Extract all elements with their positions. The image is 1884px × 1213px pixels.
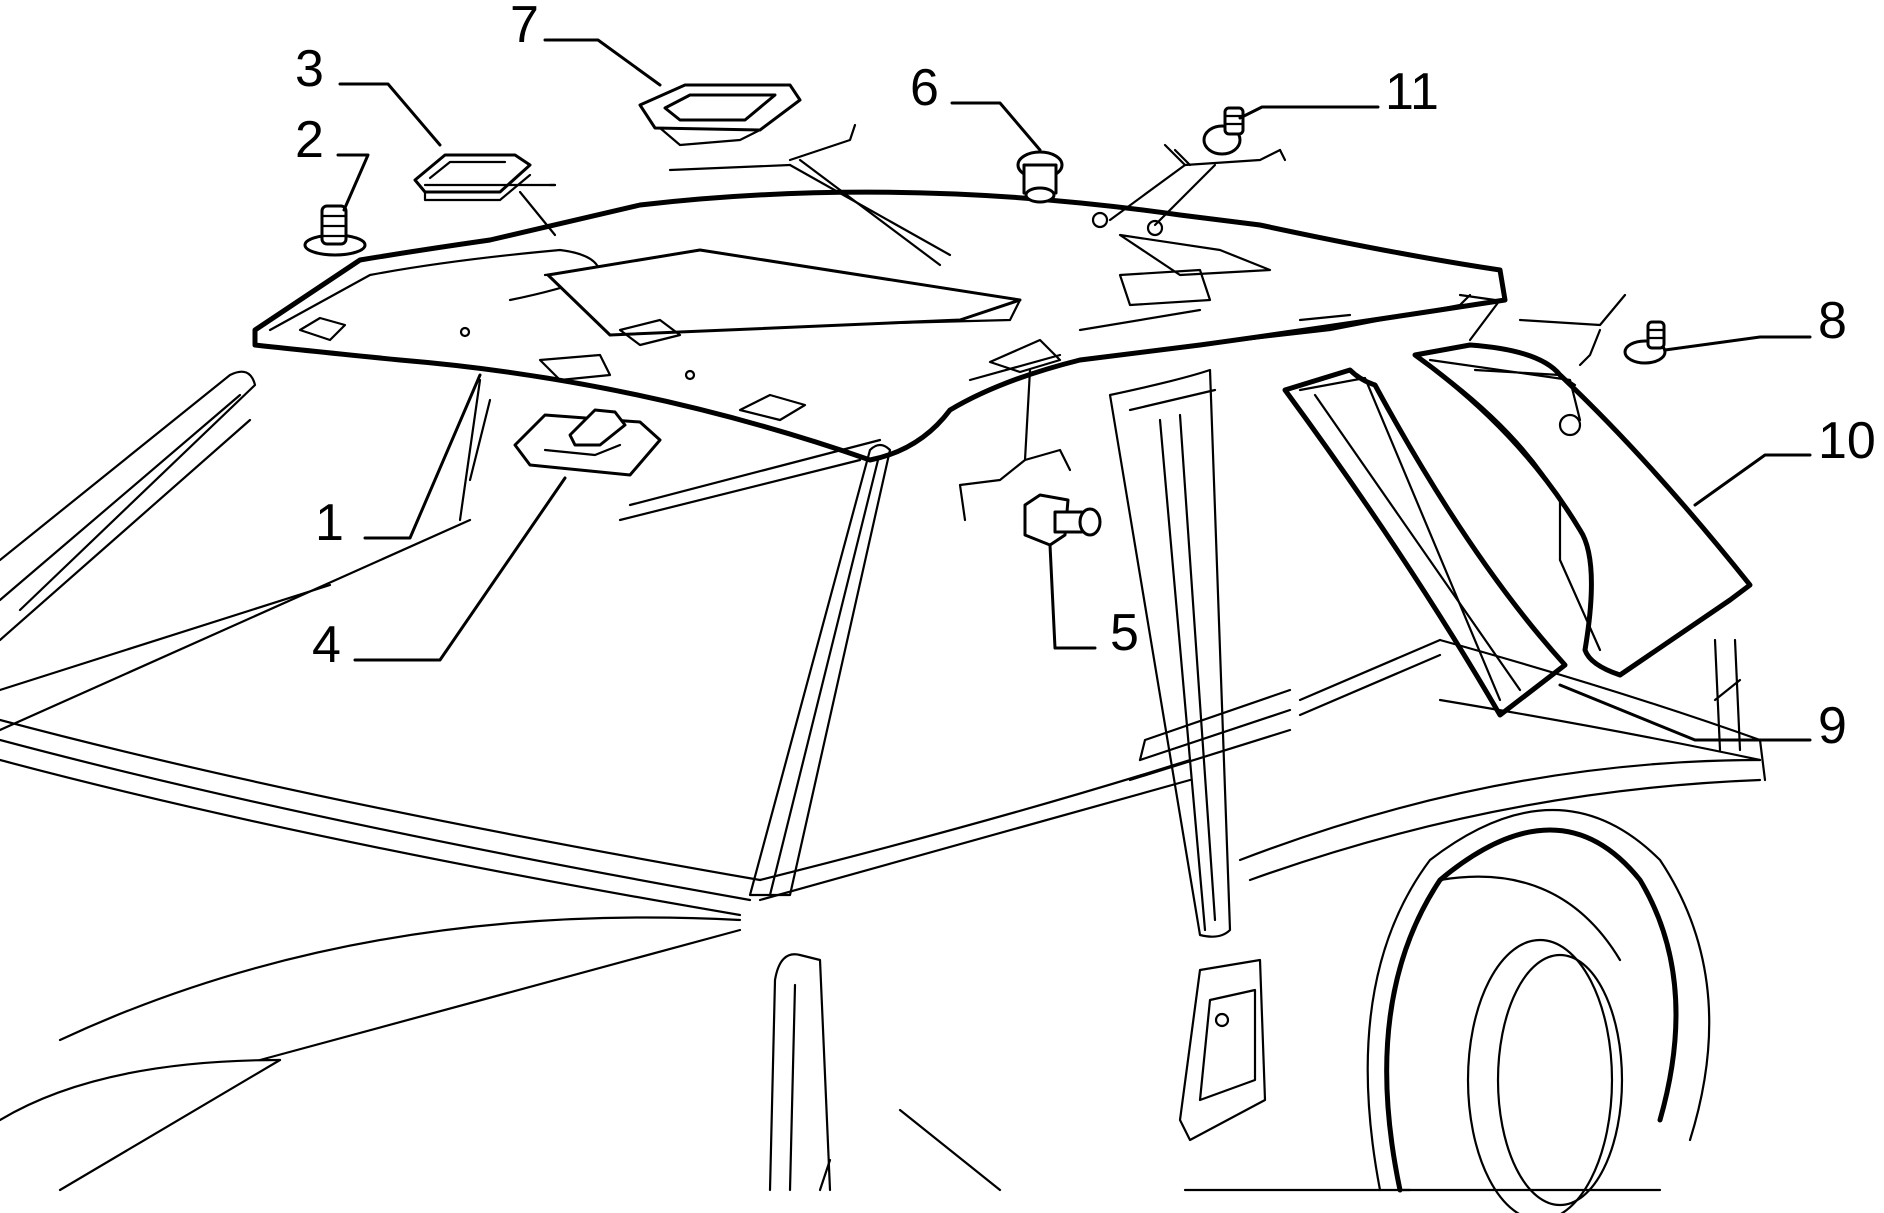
visor-clip-3 [413, 153, 532, 202]
screw-fastener-2 [303, 204, 367, 257]
courtesy-lamp-4 [513, 408, 662, 477]
assembly-pointers [423, 123, 1627, 522]
callout-10: 10 [1818, 412, 1876, 470]
a-pillar [748, 443, 892, 1192]
c-pillar-trim-right [1412, 342, 1753, 678]
callout-5: 5 [1110, 604, 1139, 662]
screw-fastener-8 [1623, 320, 1667, 365]
grab-handle-7 [638, 83, 802, 147]
callout-1: 1 [315, 494, 344, 552]
callout-9: 9 [1818, 697, 1847, 755]
screw-fastener-11 [1202, 106, 1245, 156]
grommet-6 [1016, 150, 1064, 204]
b-pillar [1108, 368, 1267, 1142]
c-pillar-trim-left [1282, 367, 1568, 718]
callout-3: 3 [295, 40, 324, 98]
callout-4: 4 [312, 616, 341, 674]
callout-11: 11 [1385, 63, 1439, 121]
callout-8: 8 [1818, 292, 1847, 350]
callout-labels: 1 2 3 4 5 6 7 8 9 10 11 [295, 0, 1876, 755]
callout-2: 2 [295, 111, 324, 169]
leader-lines [336, 38, 1812, 742]
car-body-outline [0, 370, 1767, 1213]
callout-6: 6 [910, 59, 939, 117]
headliner-panel [252, 189, 1508, 463]
push-clip-5 [1023, 493, 1102, 547]
callout-7: 7 [510, 0, 539, 54]
